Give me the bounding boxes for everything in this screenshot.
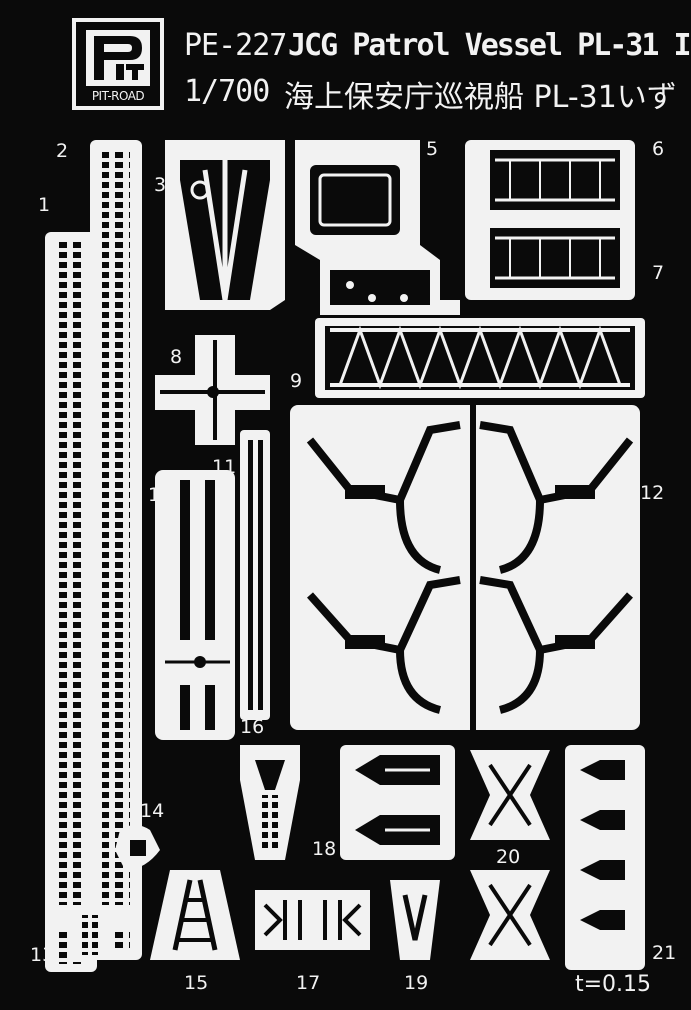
part-number-7: 7	[652, 262, 665, 284]
part-number-10: 10	[148, 484, 173, 506]
product-title-en: JCG Patrol Vessel PL-31 IZU	[288, 28, 691, 63]
part-5	[295, 140, 460, 315]
part-number-15: 15	[184, 972, 209, 994]
part-number-19: 19	[404, 972, 429, 994]
product-title-jp: 海上保安庁巡視船 PL-31いず	[284, 80, 677, 115]
logo-mark	[86, 30, 150, 86]
part-14	[115, 825, 160, 870]
part-number-18: 18	[312, 838, 337, 860]
part-2-railing	[90, 140, 142, 960]
part-number-2: 2	[56, 140, 69, 162]
part-number-1: 1	[38, 194, 51, 216]
part-number-13: 13	[30, 944, 55, 966]
part-number-17: 17	[296, 972, 321, 994]
thickness-label: t=0.15	[574, 972, 651, 997]
part-number-8: 8	[170, 346, 183, 368]
pit-road-logo: PIT-ROAD	[72, 18, 164, 110]
part-13	[45, 905, 135, 960]
part-number-12: 12	[640, 482, 665, 504]
part-number-21: 21	[652, 942, 677, 964]
part-6-7	[465, 140, 635, 300]
part-number-6: 6	[652, 138, 665, 160]
logo-text: PIT-ROAD	[91, 89, 145, 103]
part-16	[240, 745, 300, 860]
part-number-5: 5	[426, 138, 439, 160]
part-17	[255, 890, 370, 950]
scale-label: 1/700	[184, 74, 270, 109]
part-number-9: 9	[290, 370, 303, 392]
part-number-11: 11	[212, 456, 237, 478]
part-number-16: 16	[240, 716, 265, 738]
part-3-4-mast	[165, 140, 285, 310]
part-20	[470, 750, 550, 960]
part-21	[565, 745, 645, 970]
part-18	[340, 745, 455, 860]
part-8-cross	[155, 335, 270, 445]
part-19	[390, 880, 440, 960]
part-number-3: 3	[154, 174, 167, 196]
part-number-20: 20	[496, 846, 521, 868]
product-code: PE-227	[184, 28, 287, 63]
part-number-4: 4	[270, 216, 283, 238]
part-12-panels	[290, 405, 640, 730]
part-1-railing	[45, 232, 97, 972]
part-9-truss	[315, 318, 645, 398]
part-10-11	[155, 430, 270, 740]
part-15	[150, 870, 240, 960]
part-number-14: 14	[140, 800, 165, 822]
